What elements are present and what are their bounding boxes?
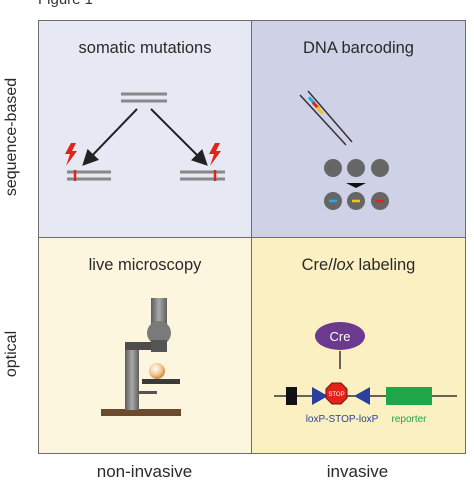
quadrant-title-dna-barcoding: DNA barcoding	[303, 39, 414, 57]
reporter-gene	[386, 387, 432, 405]
quadrant-title-somatic-mutations: somatic mutations	[78, 39, 212, 57]
cre-recombinase	[315, 322, 365, 350]
quadrant-cre-lox-labeling: Cre/lox labeling Cre STOP loxP-STOP-loxP…	[252, 238, 465, 453]
quadrant-title-live-microscopy: live microscopy	[88, 256, 202, 274]
figure-title: Figure 1	[38, 0, 93, 8]
daughter-strand-left	[67, 170, 111, 181]
loxp-site-right	[354, 387, 370, 405]
quadrant-dna-barcoding: DNA barcoding	[252, 21, 465, 238]
microscope-icon	[101, 298, 181, 416]
arrow-right	[150, 108, 208, 166]
barcoded-cell	[324, 192, 342, 210]
parent-dna-strand	[121, 92, 167, 103]
lightning-icon	[65, 143, 77, 166]
dna-barcoding-diagram	[299, 90, 389, 210]
cre-lox-diagram: Cre STOP loxP-STOP-loxP reporter	[274, 322, 457, 425]
somatic-mutations-diagram	[65, 92, 225, 181]
cell-icon	[347, 159, 365, 177]
cre-label: Cre	[330, 329, 351, 344]
arrow-down-icon	[346, 183, 366, 188]
cre-title-suffix: labeling	[353, 256, 416, 274]
stop-label: STOP	[328, 392, 344, 398]
cell-icon	[371, 159, 389, 177]
loxp-stop-loxp-label: loxP-STOP-loxP	[306, 414, 379, 425]
barcoded-cell	[347, 192, 365, 210]
pipette-icon	[299, 90, 353, 146]
barcoded-cell	[371, 192, 389, 210]
cell-icon	[324, 159, 342, 177]
quadrant-title-cre-lox: Cre/lox labeling	[252, 256, 465, 275]
lightning-icon	[209, 143, 221, 166]
quadrant-grid: somatic mutations	[38, 20, 466, 454]
row-label-sequence-based: sequence-based	[3, 77, 20, 197]
quadrant-somatic-mutations: somatic mutations	[39, 21, 252, 238]
row-label-optical: optical	[3, 330, 20, 378]
col-label-non-invasive: non-invasive	[96, 462, 193, 481]
daughter-strand-right	[180, 170, 225, 181]
reporter-label: reporter	[391, 414, 427, 425]
loxp-site-left	[312, 387, 328, 405]
col-label-invasive: invasive	[326, 462, 389, 481]
sample-icon	[149, 363, 165, 379]
stop-sign-icon	[325, 382, 348, 405]
promoter-block	[286, 387, 297, 405]
arrow-left	[82, 108, 138, 166]
quadrant-live-microscopy: live microscopy	[39, 238, 252, 453]
cre-title-prefix: Cre/	[301, 256, 333, 274]
cre-title-italic: lox	[332, 256, 354, 274]
